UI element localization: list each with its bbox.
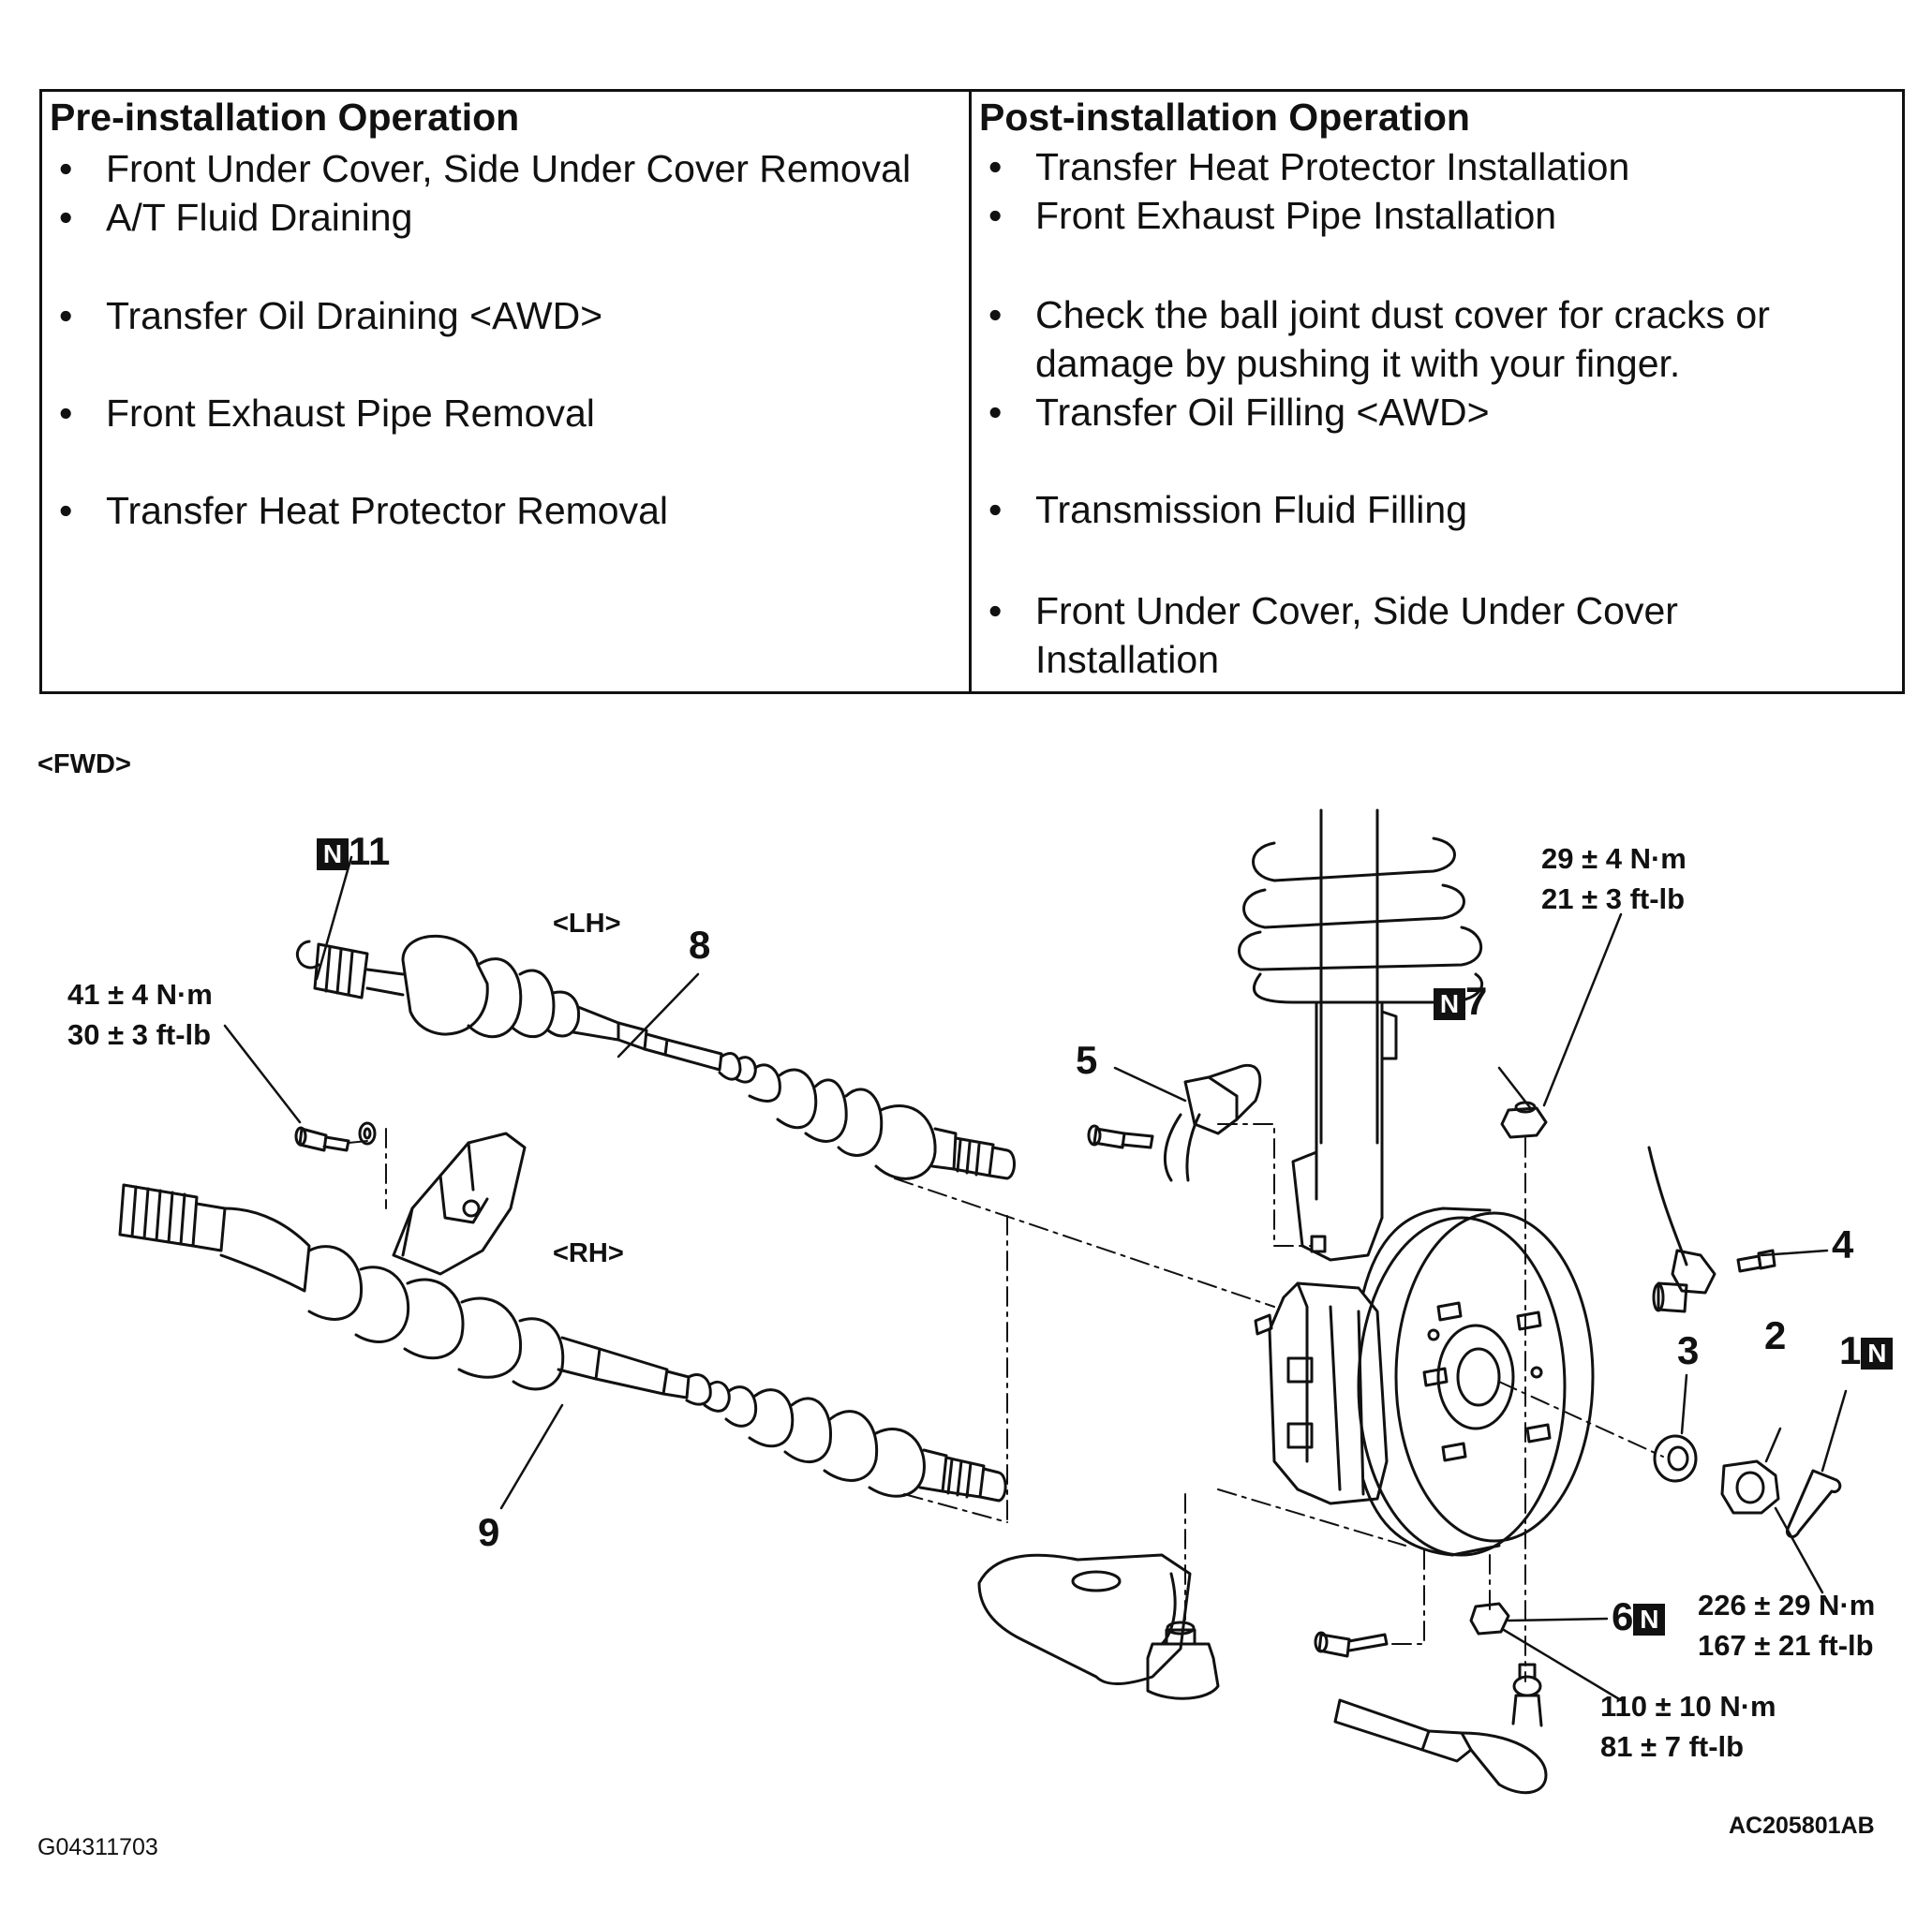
lower-arm	[977, 1553, 1220, 1700]
post-installation-title: Post-installation Operation	[979, 96, 1470, 139]
lh-spline-end	[313, 942, 369, 1000]
bullet: •	[59, 196, 73, 239]
bullet: •	[59, 147, 73, 190]
knuckle-bolt	[1314, 1631, 1389, 1658]
bullet: •	[59, 489, 73, 532]
brake-caliper	[1254, 1281, 1389, 1505]
post-item: •Check the ball joint dust cover for cra…	[988, 290, 1770, 388]
new-part-mark: N	[317, 837, 349, 870]
hub-nut-2	[1720, 1459, 1780, 1515]
circlip-11	[295, 940, 320, 970]
speed-sensor	[1647, 1146, 1776, 1313]
washer-3	[1653, 1434, 1698, 1483]
bullet: •	[988, 194, 1003, 237]
post-item: •Transfer Oil Filling <AWD>	[988, 388, 1490, 437]
reference-code-left: G04311703	[37, 1834, 158, 1860]
bullet: •	[59, 294, 73, 337]
pre-item: •Front Exhaust Pipe Removal	[59, 389, 595, 437]
pre-installation-column: Pre-installation Operation •Front Under …	[42, 92, 972, 691]
part-5-label: 5	[1076, 1038, 1098, 1082]
pre-installation-title: Pre-installation Operation	[50, 96, 520, 139]
new-part-mark: N	[1633, 1603, 1666, 1636]
operation-table: Pre-installation Operation •Front Under …	[39, 89, 1905, 694]
part-3-label: 3	[1677, 1328, 1700, 1372]
bullet: •	[988, 589, 1003, 632]
part-8-label: 8	[689, 923, 711, 967]
bullet: •	[59, 392, 73, 435]
lh-label: <LH>	[553, 909, 621, 939]
post-item: •Transmission Fluid Filling	[988, 485, 1467, 534]
lh-drive-shaft	[295, 934, 1016, 1180]
part-4-label: 4	[1832, 1222, 1854, 1266]
part-9-label: 9	[478, 1510, 500, 1554]
pre-item: •Front Under Cover, Side Under Cover Rem…	[59, 144, 911, 193]
pre-item: •Transfer Heat Protector Removal	[59, 486, 668, 535]
new-part-mark: N	[1434, 987, 1465, 1020]
nut-6	[1469, 1602, 1510, 1636]
lh-inner-joint	[401, 934, 489, 1036]
bullet: •	[988, 145, 1003, 188]
post-item: •Front Exhaust Pipe Installation	[988, 191, 1556, 240]
pre-item: •Transfer Oil Draining <AWD>	[59, 291, 602, 340]
bracket-bolt	[294, 1121, 377, 1152]
leader-lines	[223, 855, 1848, 1702]
brake-hose-clamp	[1087, 1064, 1262, 1182]
assembly-guide-lines	[348, 1123, 1664, 1682]
post-item: •Transfer Heat Protector Installation	[988, 142, 1629, 191]
bullet: •	[988, 488, 1003, 531]
cotter-pin-1	[1785, 1469, 1842, 1539]
part-2-label: 2	[1764, 1313, 1787, 1357]
brake-disc-hub	[1357, 1207, 1595, 1557]
strut-assembly	[1238, 808, 1483, 1262]
bullet: •	[988, 293, 1003, 336]
center-bearing-bracket	[392, 1132, 527, 1276]
tie-rod-end	[1333, 1663, 1548, 1795]
post-installation-column: Post-installation Operation •Transfer He…	[972, 92, 1902, 691]
rh-label: <RH>	[553, 1238, 624, 1268]
reference-code-right: AC205801AB	[1729, 1813, 1875, 1839]
pre-item: •A/T Fluid Draining	[59, 193, 412, 242]
bullet: •	[988, 391, 1003, 434]
new-part-mark: N	[1861, 1337, 1894, 1370]
rh-drive-shaft	[118, 1183, 1007, 1503]
variant-label: <FWD>	[37, 749, 131, 779]
nut-7	[1500, 1101, 1548, 1139]
